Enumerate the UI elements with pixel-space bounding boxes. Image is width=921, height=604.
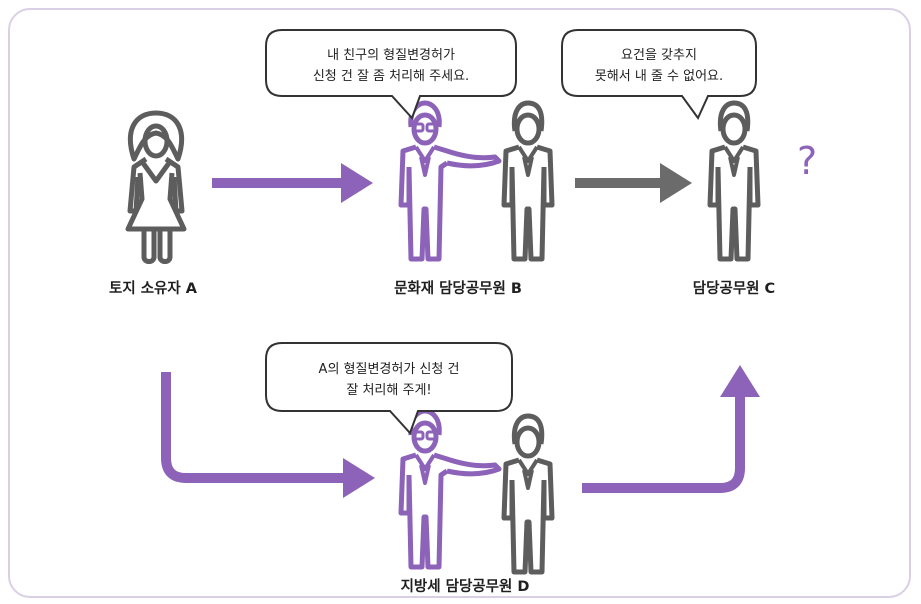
label-officer-b: 문화재 담당공무원 B [394, 279, 522, 297]
bubble-d-line-1: A의 형질변경허가 신청 건 [319, 362, 460, 377]
arrow-a-to-d [161, 372, 375, 498]
official-with-glasses-icon [401, 411, 499, 567]
speech-bubble-c: 요건을 갖추지 못해서 내 줄 수 없어요. [561, 29, 757, 120]
label-officer-d: 지방세 담당공무원 D [401, 577, 530, 595]
speech-bubble-d: A의 형질변경허가 신청 건 잘 처리해 주게! [265, 342, 513, 435]
bubble-d-line-2: 잘 처리해 주게! [346, 383, 431, 398]
label-owner-a: 토지 소유자 A [109, 280, 198, 297]
man-icon [710, 103, 758, 259]
man-icon [504, 416, 552, 572]
speech-bubble-b: 내 친구의 형질변경허가 신청 건 잘 좀 처리해 주세요. [265, 29, 517, 120]
diagram-frame [8, 8, 911, 598]
woman-icon [128, 113, 184, 262]
bubble-c-line-1: 요건을 갖추지 [621, 48, 697, 63]
arrow-d-to-c [582, 365, 760, 493]
bubble-b-line-2: 신청 건 잘 좀 처리해 주세요. [313, 69, 469, 84]
question-mark: ? [797, 139, 817, 183]
bubble-b-line-1: 내 친구의 형질변경허가 [327, 48, 455, 63]
official-with-glasses-icon [401, 103, 499, 259]
man-icon [504, 103, 552, 259]
label-officer-c: 담당공무원 C [693, 279, 775, 297]
bubble-c-line-2: 못해서 내 줄 수 없어요. [595, 69, 723, 84]
